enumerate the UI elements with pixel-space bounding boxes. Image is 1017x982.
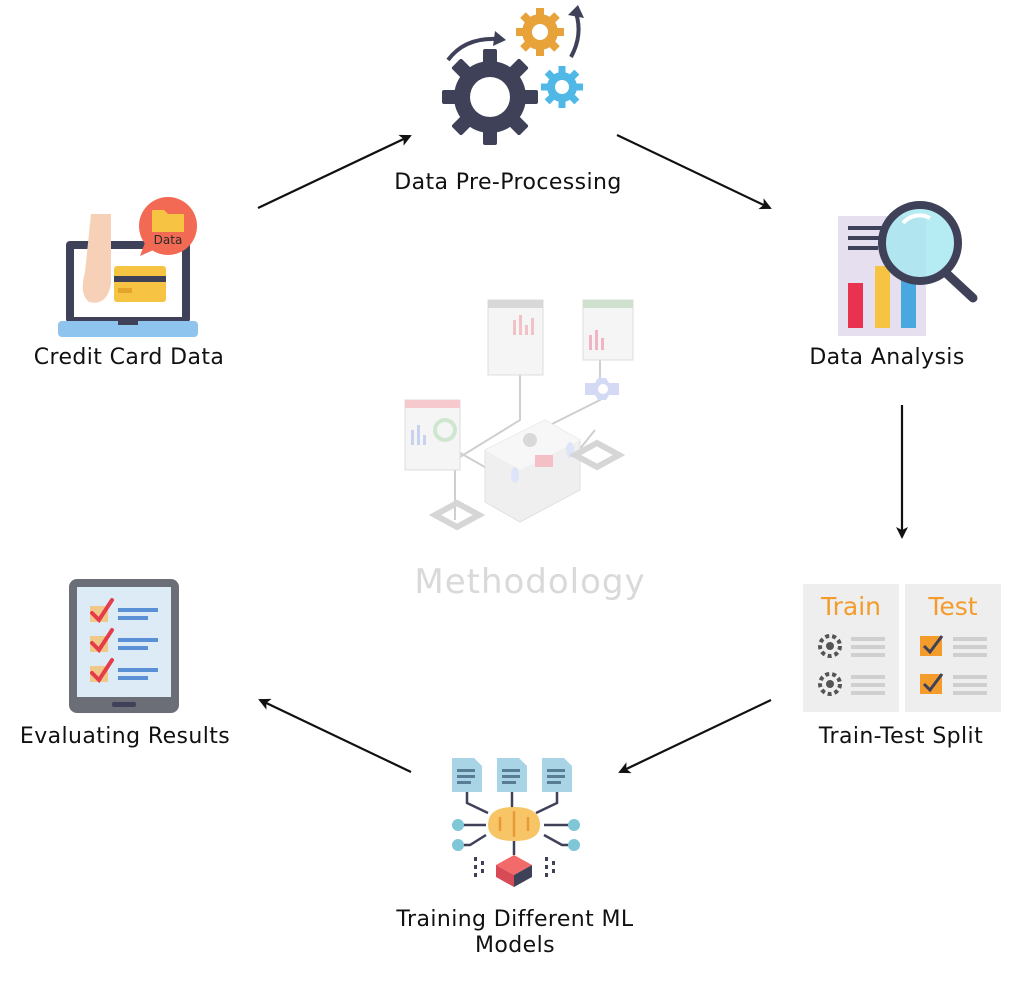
train-test-panels: Train Test xyxy=(803,584,1001,714)
arrow-data-to-preprocess xyxy=(257,134,412,209)
checkbox-icon xyxy=(920,635,987,695)
brain-network-icon xyxy=(452,758,580,887)
center-title: Methodology xyxy=(414,562,646,602)
methodology-illustration xyxy=(404,299,634,531)
node-label-analysis: Data Analysis xyxy=(809,345,965,370)
node-label-training-line2: Models xyxy=(475,933,555,958)
arrow-split-to-training xyxy=(618,699,772,774)
node-label-evaluate: Evaluating Results xyxy=(19,724,231,749)
node-label-split: Train-Test Split xyxy=(818,724,984,749)
node-label-preprocess: Data Pre-Processing xyxy=(394,170,622,195)
laptop-card-icon xyxy=(58,214,198,337)
data-badge-label: Data xyxy=(153,233,183,247)
checklist-tablet-icon xyxy=(69,579,179,713)
node-label-training-line1: Training Different ML xyxy=(396,907,634,932)
train-panel: Train xyxy=(803,584,899,712)
train-panel-title: Train xyxy=(821,592,881,621)
arrow-training-to-evaluate xyxy=(258,698,412,773)
magnifier-chart-icon xyxy=(838,201,978,336)
test-panel-title: Test xyxy=(928,592,978,621)
node-label-data: Credit Card Data xyxy=(33,345,225,370)
gear-small-icon xyxy=(818,634,885,696)
test-panel: Test xyxy=(905,584,1001,712)
speech-bubble-folder-icon xyxy=(139,197,197,256)
gears-icon xyxy=(442,5,584,145)
arrow-preprocess-to-analysis xyxy=(616,134,772,210)
credit-card-laptop-icon: Data xyxy=(56,196,201,341)
